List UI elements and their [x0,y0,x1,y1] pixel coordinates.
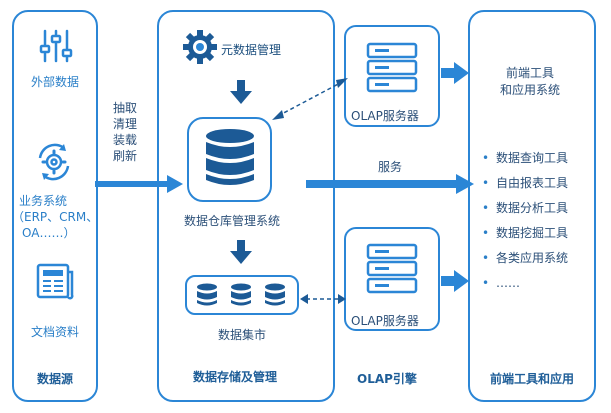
frontend-tools-list: •数据查询工具 •自由报表工具 •数据分析工具 •数据挖掘工具 •各类应用系统 … [482,147,568,297]
storage-management-panel [157,10,335,402]
etl-label-1: 抽取 [113,101,138,115]
data-mart-label: 数据集市 [218,328,267,342]
list-item: •自由报表工具 [482,176,569,190]
olap-engine-title: OLAP引擎 [357,372,417,386]
service-label: 服务 [378,160,403,174]
mini-database-icon [231,283,251,306]
mart-down-arrow [230,240,252,264]
etl-label-4: 刷新 [113,149,138,163]
olap-server-top [344,25,440,127]
metadata-down-arrow [230,80,252,104]
sliders-icon [39,29,73,63]
frontend-title: 前端工具和应用 [490,372,575,386]
frontend-tools-panel [468,10,596,402]
business-system-label: 业务系统 [19,194,68,208]
list-item: •各类应用系统 [482,251,569,265]
list-item: •…… [482,276,520,290]
storage-title: 数据存储及管理 [193,370,278,384]
newspaper-icon [36,263,74,300]
dashed-connector-top [272,78,348,120]
business-system-sublabel-2: OA……） [22,226,76,240]
server-icon [366,42,418,93]
list-item: •数据分析工具 [482,201,569,215]
documents-label: 文档资料 [31,325,80,339]
business-system-sublabel-1: （ERP、CRM、 [12,210,99,224]
external-data-label: 外部数据 [31,75,80,89]
frontend-header-2: 和应用系统 [500,83,561,97]
mini-database-icon [265,283,285,306]
dw-management-label: 数据仓库管理系统 [184,214,281,228]
metadata-label: 元数据管理 [221,43,282,57]
database-icon [206,129,254,185]
server-icon [366,243,418,294]
list-item: •数据查询工具 [482,151,569,165]
dashed-connector-bottom [300,294,346,304]
service-arrow [306,174,474,194]
frontend-header-1: 前端工具 [506,66,555,80]
etl-label-2: 清理 [113,117,138,131]
top-server-arrow [441,62,469,84]
etl-label-3: 装载 [113,133,138,147]
olap-server-top-label: OLAP服务器 [351,109,419,123]
metadata-gear-icon [183,30,217,64]
list-item: •数据挖掘工具 [482,226,569,240]
data-source-title: 数据源 [37,372,74,386]
bottom-server-arrow [441,270,469,292]
gear-cycle-icon [38,143,70,181]
etl-arrow [95,175,183,193]
olap-server-bottom-label: OLAP服务器 [351,314,419,328]
data-source-panel [12,10,98,402]
mini-database-icon [197,283,217,306]
